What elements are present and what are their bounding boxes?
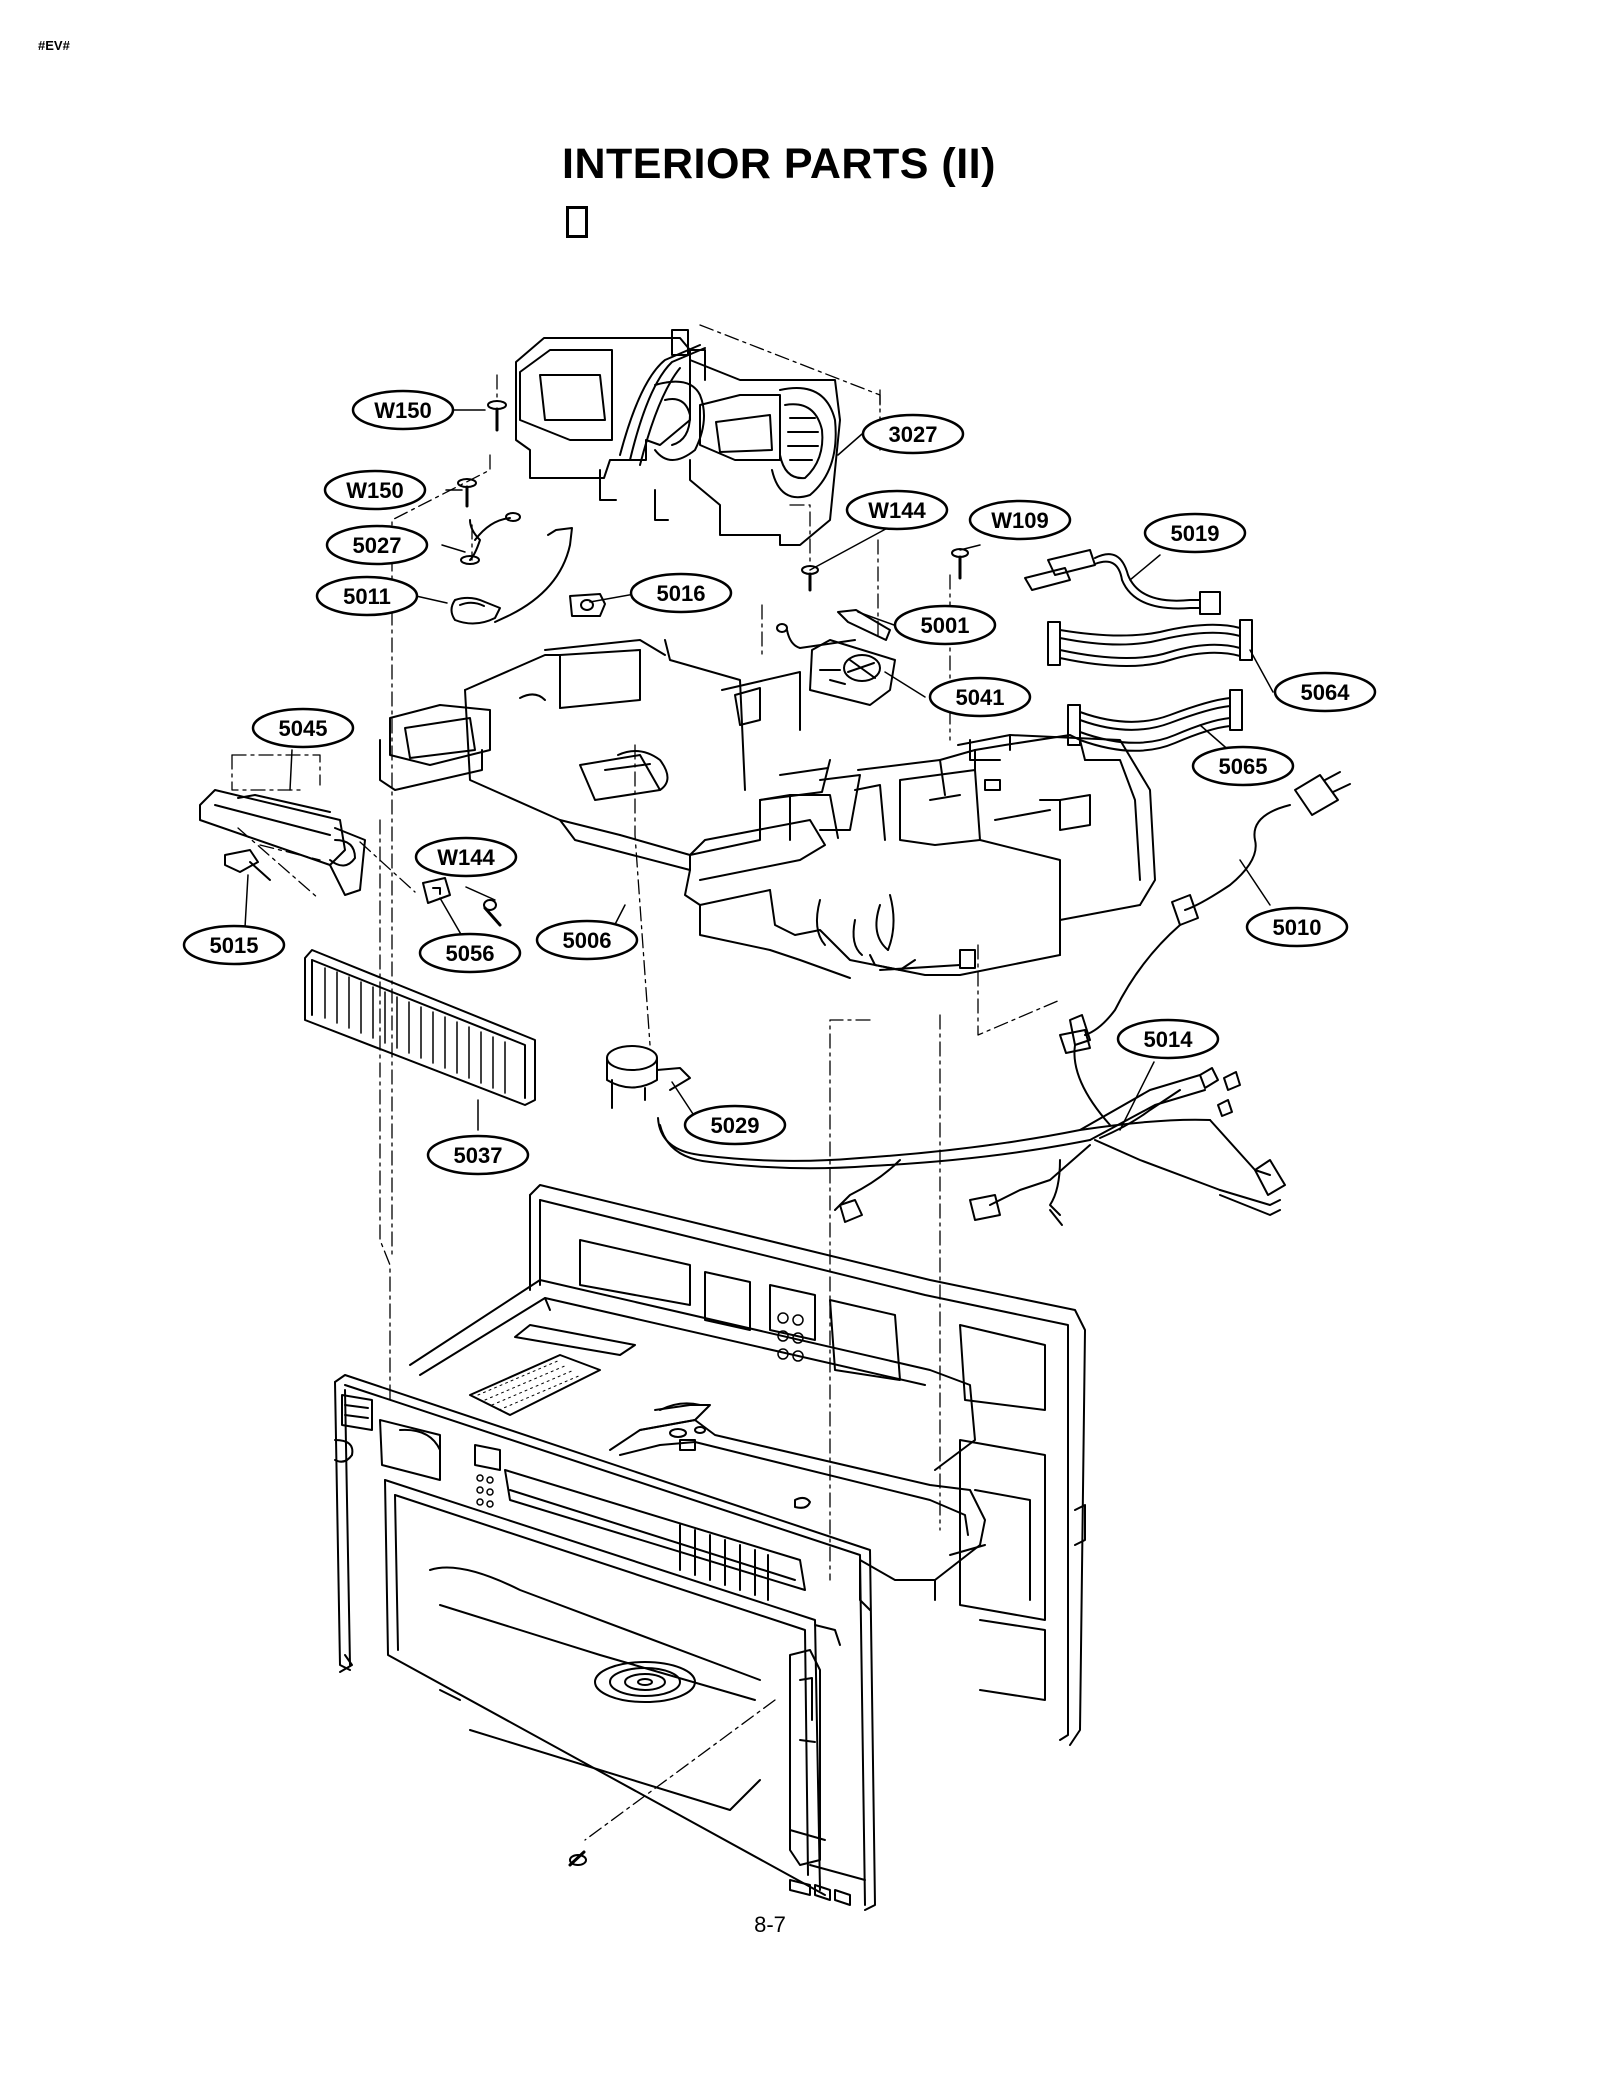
callout-w150b: W150 — [323, 469, 427, 511]
front-grille-5037 — [304, 949, 536, 1106]
title-placeholder-box — [566, 206, 588, 238]
screw-parts — [457, 400, 969, 1867]
callout-5037: 5037 — [426, 1134, 530, 1176]
svg-text:W109: W109 — [991, 508, 1048, 533]
callout-5016: 5016 — [629, 572, 733, 614]
assembly-guide-lines — [231, 324, 1061, 1841]
svg-text:3027: 3027 — [889, 422, 938, 447]
svg-text:5019: 5019 — [1171, 521, 1220, 546]
callout-5065: 5065 — [1191, 745, 1295, 787]
svg-text:W150: W150 — [374, 398, 431, 423]
callout-5006: 5006 — [535, 919, 639, 961]
callout-5010: 5010 — [1245, 906, 1349, 948]
svg-text:W144: W144 — [437, 845, 495, 870]
callout-5019: 5019 — [1143, 512, 1247, 554]
svg-text:5041: 5041 — [956, 685, 1005, 710]
power-cord — [1059, 771, 1351, 1054]
callout-w144b: W144 — [414, 836, 518, 878]
callout-w150a: W150 — [351, 389, 455, 431]
svg-text:5015: 5015 — [210, 933, 259, 958]
callout-5056: 5056 — [418, 932, 522, 974]
svg-text:5064: 5064 — [1301, 680, 1351, 705]
callout-5001: 5001 — [893, 604, 997, 646]
base-plate-assembly — [379, 639, 1156, 979]
callout-5011: 5011 — [315, 575, 419, 617]
sensor-plug-5019 — [1024, 549, 1221, 615]
svg-text:5037: 5037 — [454, 1143, 503, 1168]
callout-5015: 5015 — [182, 924, 286, 966]
page-number: 8-7 — [754, 1912, 786, 1937]
callout-w144a: W144 — [845, 489, 949, 531]
microwave-cabinet — [334, 1184, 1086, 1911]
svg-text:5029: 5029 — [711, 1113, 760, 1138]
vent-bracket-5045 — [199, 789, 451, 904]
svg-text:5014: 5014 — [1144, 1027, 1194, 1052]
svg-text:5006: 5006 — [563, 928, 612, 953]
stirrer-motor-5029 — [606, 1045, 691, 1109]
svg-text:5045: 5045 — [279, 716, 328, 741]
svg-text:W150: W150 — [346, 478, 403, 503]
svg-text:5011: 5011 — [343, 584, 391, 609]
blower-motor-assembly — [515, 329, 841, 546]
main-wire-harness — [657, 1014, 1286, 1226]
callout-leader-lines — [243, 409, 1274, 1131]
svg-text:5027: 5027 — [353, 533, 402, 558]
callout-5014: 5014 — [1116, 1018, 1220, 1060]
callout-3027: 3027 — [861, 413, 965, 455]
callout-5027: 5027 — [325, 524, 429, 566]
callout-5041: 5041 — [928, 676, 1032, 718]
callout-5045: 5045 — [251, 707, 355, 749]
svg-text:W144: W144 — [868, 498, 926, 523]
callout-5064: 5064 — [1273, 671, 1377, 713]
svg-text:5010: 5010 — [1273, 915, 1322, 940]
callout-5029: 5029 — [683, 1104, 787, 1146]
flat-wire-harnesses — [1047, 619, 1253, 752]
page-title: INTERIOR PARTS (II) — [562, 140, 996, 188]
svg-text:5065: 5065 — [1219, 754, 1268, 779]
corner-tag: #EV# — [38, 38, 70, 53]
svg-text:5001: 5001 — [921, 613, 970, 638]
svg-text:5056: 5056 — [446, 941, 495, 966]
callout-w109: W109 — [968, 499, 1072, 541]
svg-text:5016: 5016 — [657, 581, 706, 606]
thermostat-and-sensor-parts — [450, 512, 896, 706]
